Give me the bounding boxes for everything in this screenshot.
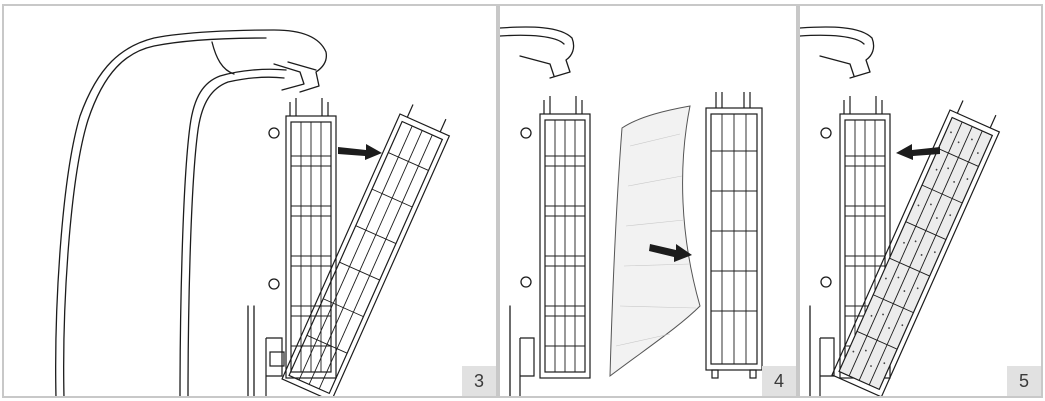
illustration-remove-filter-sheet xyxy=(500,26,763,396)
arrow-right-icon xyxy=(649,244,692,262)
device-body-outline xyxy=(55,29,328,396)
arrow-right-icon xyxy=(338,144,382,160)
step-number: 4 xyxy=(762,366,796,396)
illustration-remove-filter-frame xyxy=(55,29,451,396)
installed-filter-grid xyxy=(285,98,337,379)
filter-sheet xyxy=(609,105,701,378)
removed-filter-frame xyxy=(281,104,451,396)
step-panel-5: 5 xyxy=(798,4,1043,398)
step-panel-3: 3 xyxy=(2,4,498,398)
filter-frame-with-sheet xyxy=(831,100,1001,396)
filter-frame xyxy=(705,92,763,379)
step-panel-4: 4 xyxy=(498,4,798,398)
step-number: 5 xyxy=(1007,366,1041,396)
arrow-left-icon xyxy=(896,144,940,160)
step-number: 3 xyxy=(462,366,496,396)
installed-filter-grid xyxy=(519,96,591,396)
illustration-insert-filter-frame xyxy=(800,26,1001,396)
